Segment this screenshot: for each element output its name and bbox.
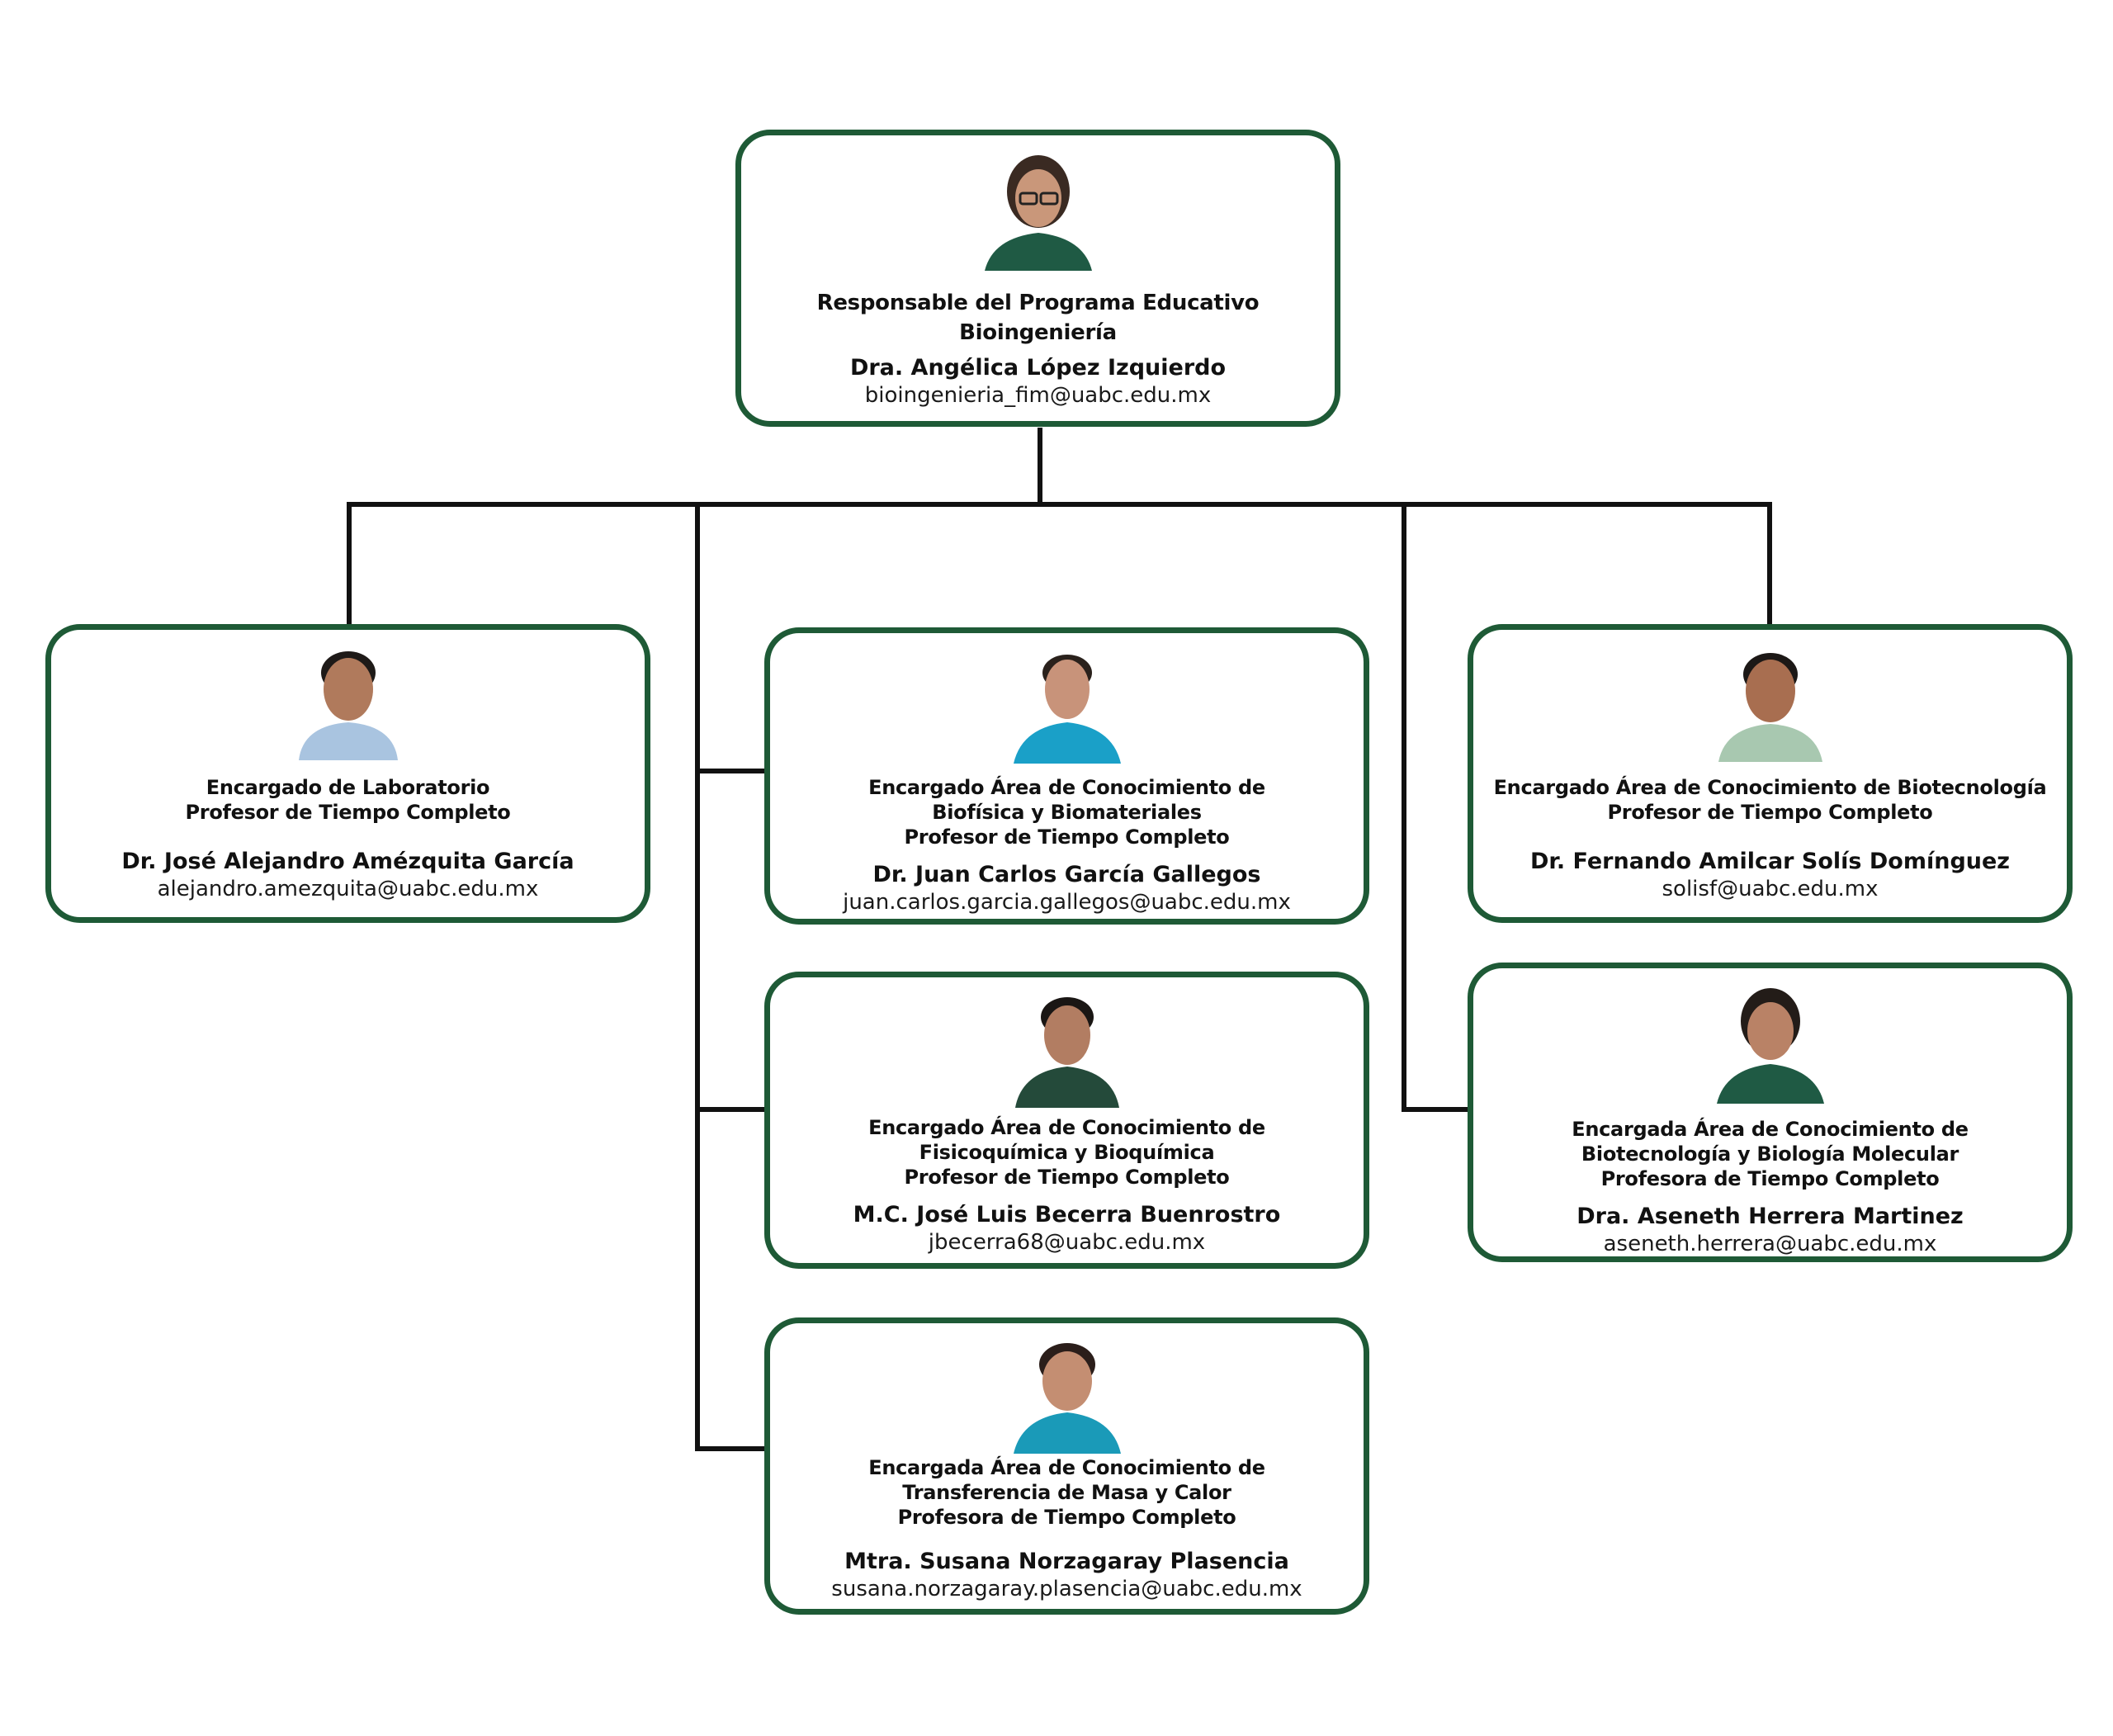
person-name: Dr. Juan Carlos García Gallegos (872, 862, 1261, 887)
node-biotecnologia: Encargado Área de Conocimiento de Biotec… (1468, 624, 2073, 923)
role-line: Encargado Área de Conocimiento de Biotec… (1493, 776, 2047, 799)
person-email[interactable]: solisf@uabc.edu.mx (1662, 877, 1879, 901)
person-photo-icon (1709, 980, 1832, 1104)
node-head: Responsable del Programa Educativo Bioin… (735, 130, 1340, 427)
person-photo-icon (1709, 638, 1832, 762)
person-email[interactable]: alejandro.amezquita@uabc.edu.mx (157, 877, 539, 901)
person-name: Dr. Fernando Amilcar Solís Domínguez (1529, 849, 2011, 874)
connector-biotec-down (1767, 502, 1772, 624)
connector-head-down (1038, 428, 1042, 506)
role-line: Encargada Área de Conocimiento de (1572, 1118, 1969, 1141)
person-email[interactable]: susana.norzagaray.plasencia@uabc.edu.mx (831, 1577, 1302, 1601)
person-name: Dra. Angélica López Izquierdo (849, 355, 1227, 381)
node-biofisica: Encargado Área de Conocimiento de Biofís… (764, 627, 1369, 925)
role-line: Profesora de Tiempo Completo (1600, 1167, 1940, 1190)
node-biologia: Encargada Área de Conocimiento de Biotec… (1468, 963, 2073, 1262)
connector-main-horizontal (347, 502, 1772, 507)
person-photo-icon (1005, 640, 1129, 764)
role-line: Responsable del Programa Educativo (816, 291, 1260, 315)
person-name: Dr. José Alejandro Amézquita García (121, 849, 574, 874)
role-line: Encargado Área de Conocimiento de (868, 776, 1265, 799)
role-line: Encargada Área de Conocimiento de (868, 1456, 1265, 1479)
person-email[interactable]: aseneth.herrera@uabc.edu.mx (1603, 1232, 1937, 1256)
person-email[interactable]: bioingenieria_fim@uabc.edu.mx (864, 383, 1212, 408)
node-lab: Encargado de Laboratorio Profesor de Tie… (45, 624, 650, 923)
role-line: Profesor de Tiempo Completo (904, 825, 1230, 849)
person-email[interactable]: juan.carlos.garcia.gallegos@uabc.edu.mx (843, 890, 1291, 915)
connector-transferencia-branch (695, 1446, 764, 1451)
person-photo-icon (976, 147, 1100, 271)
connector-lab-down (347, 502, 352, 624)
person-photo-icon (1005, 1330, 1129, 1454)
role-line: Profesor de Tiempo Completo (1607, 801, 1933, 824)
connector-center-trunk (695, 502, 700, 1451)
connector-right-trunk (1402, 502, 1406, 1111)
node-transferencia: Encargada Área de Conocimiento de Transf… (764, 1317, 1369, 1615)
node-fisicoquimica: Encargado Área de Conocimiento de Fisico… (764, 972, 1369, 1269)
role-line: Biofísica y Biomateriales (932, 801, 1202, 824)
role-line: Profesor de Tiempo Completo (185, 801, 511, 824)
person-photo-icon (1005, 984, 1129, 1108)
person-name: M.C. José Luis Becerra Buenrostro (853, 1202, 1281, 1227)
role-line: Transferencia de Masa y Calor (902, 1481, 1231, 1504)
role-line: Fisicoquímica y Bioquímica (919, 1141, 1215, 1164)
connector-fisicoquimica-branch (695, 1107, 764, 1112)
person-name: Mtra. Susana Norzagaray Plasencia (844, 1549, 1289, 1574)
person-email[interactable]: jbecerra68@uabc.edu.mx (928, 1230, 1206, 1255)
role-line: Biotecnología y Biología Molecular (1581, 1142, 1959, 1166)
person-photo-icon (286, 636, 410, 760)
connector-biofisica-branch (695, 769, 764, 773)
role-line: Profesora de Tiempo Completo (897, 1506, 1236, 1529)
role-line: Profesor de Tiempo Completo (904, 1166, 1230, 1189)
role-line: Encargado de Laboratorio (206, 776, 490, 799)
role-line: Encargado Área de Conocimiento de (868, 1116, 1265, 1139)
connector-biologia-branch (1402, 1107, 1468, 1112)
role-line: Bioingeniería (959, 320, 1117, 345)
person-name: Dra. Aseneth Herrera Martinez (1576, 1204, 1964, 1229)
